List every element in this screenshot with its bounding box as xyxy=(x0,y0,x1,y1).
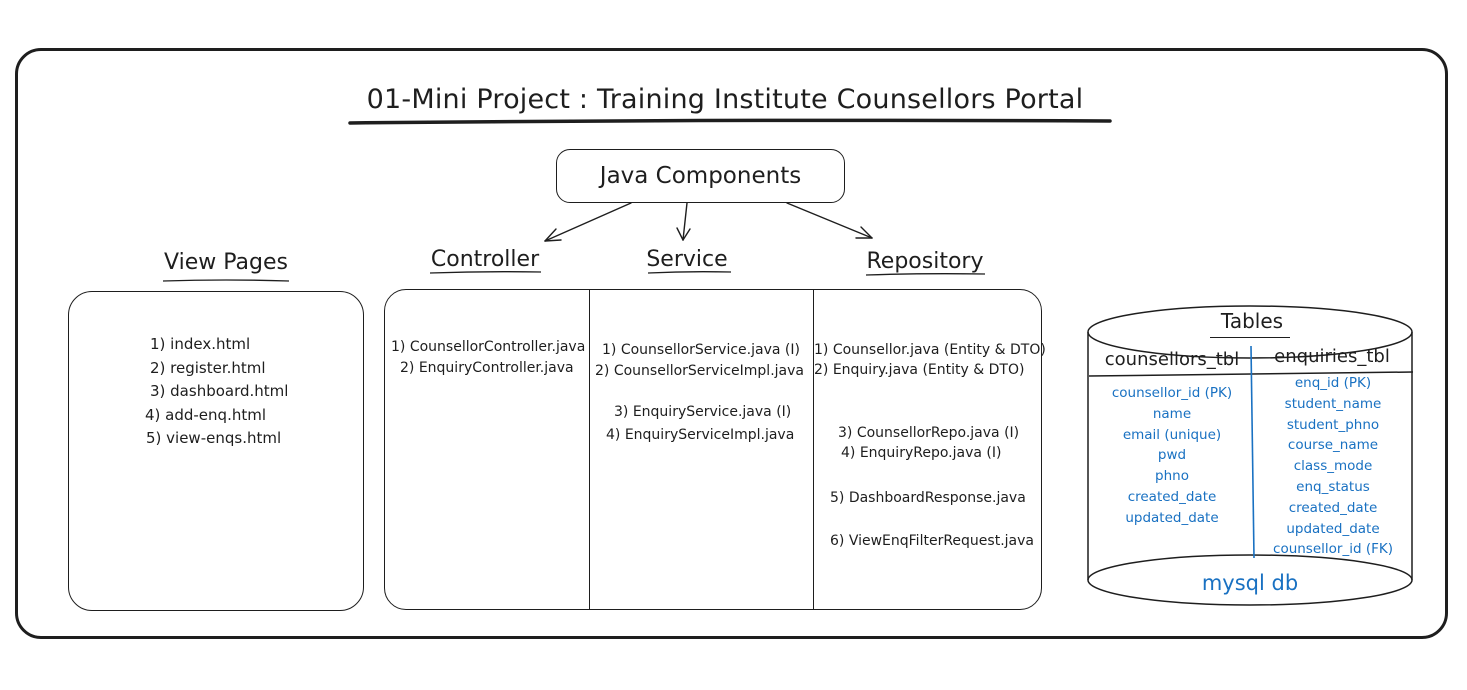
table-column: updated_date xyxy=(1286,520,1380,537)
table-column: enq_status xyxy=(1296,478,1370,495)
repository-item: 5) DashboardResponse.java xyxy=(830,490,1026,506)
view-pages-list: 1) index.html 2) register.html 3) dashbo… xyxy=(143,333,288,451)
view-pages-box xyxy=(68,291,364,611)
service-underline xyxy=(647,271,732,274)
arrow-to-controller xyxy=(544,202,632,242)
service-heading: Service xyxy=(646,247,728,272)
table-column: created_date xyxy=(1288,499,1378,516)
components-box xyxy=(384,289,1042,610)
tables-underline xyxy=(1210,337,1290,338)
tables-heading: Tables xyxy=(1220,309,1284,333)
controller-service-divider xyxy=(589,290,590,609)
controller-heading: Controller xyxy=(430,247,540,272)
table-column: phno xyxy=(1155,468,1189,485)
mysql-db-label: mysql db xyxy=(1201,571,1299,595)
view-page-item: 5) view-enqs.html xyxy=(146,429,282,447)
repository-heading: Repository xyxy=(866,249,984,274)
service-repository-divider xyxy=(813,290,814,609)
repository-item: 6) ViewEnqFilterRequest.java xyxy=(830,533,1034,549)
diagram-title: 01-Mini Project : Training Institute Cou… xyxy=(366,84,1084,115)
java-components-box: Java Components xyxy=(556,149,845,203)
arrow-to-repository xyxy=(786,202,873,239)
table-column: class_mode xyxy=(1293,458,1373,475)
database-cylinder xyxy=(1087,305,1414,606)
outer-frame xyxy=(15,48,1448,639)
counsellors-table-name: counsellors_tbl xyxy=(1104,349,1240,370)
view-pages-heading: View Pages xyxy=(164,250,288,275)
service-item: 2) CounsellorServiceImpl.java xyxy=(595,363,804,379)
enquiries-table-name: enquiries_tbl xyxy=(1274,346,1390,367)
controller-item: 2) EnquiryController.java xyxy=(400,360,574,376)
arrow-to-service xyxy=(676,202,691,241)
table-column: course_name xyxy=(1287,437,1379,454)
view-page-item: 3) dashboard.html xyxy=(150,382,289,400)
service-item: 1) CounsellorService.java (I) xyxy=(602,342,800,358)
title-underline xyxy=(348,118,1112,125)
table-column: pwd xyxy=(1157,447,1187,464)
table-column: student_name xyxy=(1284,395,1382,412)
service-item: 4) EnquiryServiceImpl.java xyxy=(606,427,795,443)
view-page-item: 2) register.html xyxy=(150,358,266,377)
repository-item: 2) Enquiry.java (Entity & DTO) xyxy=(814,362,1025,378)
view-pages-underline xyxy=(162,279,290,282)
table-column: counsellor_id (FK) xyxy=(1273,541,1393,558)
java-components-label: Java Components xyxy=(599,163,802,189)
table-column: counsellor_id (PK) xyxy=(1111,385,1233,401)
view-page-item: 4) add-enq.html xyxy=(145,405,267,424)
repository-item: 3) CounsellorRepo.java (I) xyxy=(838,425,1020,441)
counsellors-columns: counsellor_id (PK) name email (unique) p… xyxy=(1094,383,1250,529)
service-item: 3) EnquiryService.java (I) xyxy=(614,404,792,420)
view-page-item: 1) index.html xyxy=(150,335,251,353)
enquiries-columns: enq_id (PK) student_name student_phno co… xyxy=(1258,373,1408,560)
table-column: created_date xyxy=(1127,488,1217,505)
table-column: updated_date xyxy=(1125,509,1219,526)
table-column: name xyxy=(1152,405,1192,422)
repository-item: 4) EnquiryRepo.java (I) xyxy=(841,445,1002,461)
repository-item: 1) Counsellor.java (Entity & DTO) xyxy=(814,342,1046,358)
controller-item: 1) CounsellorController.java xyxy=(391,339,586,355)
repository-underline xyxy=(865,273,986,276)
table-column: student_phno xyxy=(1286,416,1380,433)
table-column: email (unique) xyxy=(1122,426,1222,443)
controller-underline xyxy=(429,271,542,274)
table-column: enq_id (PK) xyxy=(1294,375,1372,391)
